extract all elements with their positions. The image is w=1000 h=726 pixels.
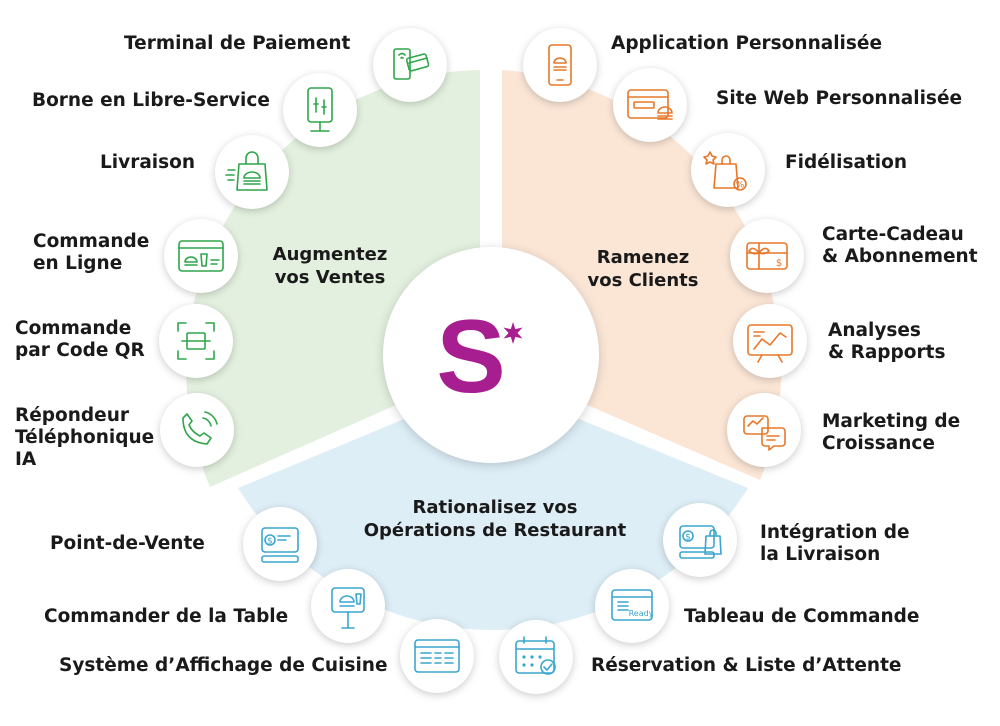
center-hub	[383, 247, 599, 463]
label-terminal-de-paiement: Terminal de Paiement	[124, 33, 351, 54]
gift-card-icon: $	[730, 219, 804, 293]
label-commande-code-qr: Commande par Code QR	[15, 318, 145, 361]
label-integration-livraison: Intégration de la Livraison	[760, 522, 910, 565]
section-bottom-title: Rationalisez vos Opérations de Restauran…	[363, 497, 627, 541]
label-commander-table: Commander de la Table	[44, 606, 289, 627]
label-site-web-personnalise: Site Web Personnalisée	[716, 88, 963, 109]
phone-icon	[160, 393, 234, 467]
delivery-bag-icon	[215, 135, 289, 209]
label-systeme-affichage-cuisine: Système d’Affichage de Cuisine	[59, 655, 388, 676]
label-analyses-rapports: Analyses & Rapports	[828, 320, 946, 363]
table-order-icon	[311, 569, 385, 643]
order-board-icon: Ready	[595, 569, 669, 643]
loyalty-bag-icon: %	[691, 133, 765, 207]
svg-text:$: $	[776, 258, 782, 269]
delivery-integration-icon: $	[663, 503, 737, 577]
website-icon	[613, 68, 687, 142]
reservation-icon	[499, 620, 573, 694]
label-reservation-liste-attente: Réservation & Liste d’Attente	[591, 655, 902, 676]
payment-terminal-icon	[373, 28, 447, 102]
label-application-personnalisee: Application Personnalisée	[611, 33, 883, 54]
label-carte-cadeau: Carte-Cadeau & Abonnement	[822, 224, 978, 267]
section-right-title: Ramenez vos Clients	[587, 247, 699, 291]
kiosk-icon	[283, 73, 357, 147]
kitchen-display-icon	[400, 619, 474, 693]
online-order-icon	[164, 219, 238, 293]
section-bottom-background	[238, 383, 748, 630]
logo-star-icon	[503, 322, 523, 344]
logo-letter: S	[436, 299, 505, 415]
svg-text:$: $	[685, 533, 691, 543]
label-tableau-de-commande: Tableau de Commande	[684, 606, 920, 627]
label-commande-en-ligne: Commande en Ligne	[33, 231, 150, 274]
analytics-icon	[733, 304, 807, 378]
label-borne-libre-service: Borne en Libre-Service	[32, 90, 270, 111]
section-left-title: Augmentez vos Ventes	[272, 244, 388, 288]
svg-text:%: %	[736, 181, 745, 191]
label-fidelisation: Fidélisation	[785, 152, 908, 173]
label-marketing-croissance: Marketing de Croissance	[822, 411, 961, 454]
mobile-app-icon	[523, 28, 597, 102]
svg-text:Ready: Ready	[629, 609, 654, 618]
svg-text:$: $	[267, 537, 273, 547]
label-repondeur-ia: Répondeur Téléphonique IA	[15, 405, 155, 470]
label-point-de-vente: Point-de-Vente	[50, 533, 205, 554]
label-livraison: Livraison	[100, 152, 196, 173]
marketing-icon	[727, 393, 801, 467]
pos-icon: $	[243, 507, 317, 581]
qr-scan-icon	[159, 304, 233, 378]
